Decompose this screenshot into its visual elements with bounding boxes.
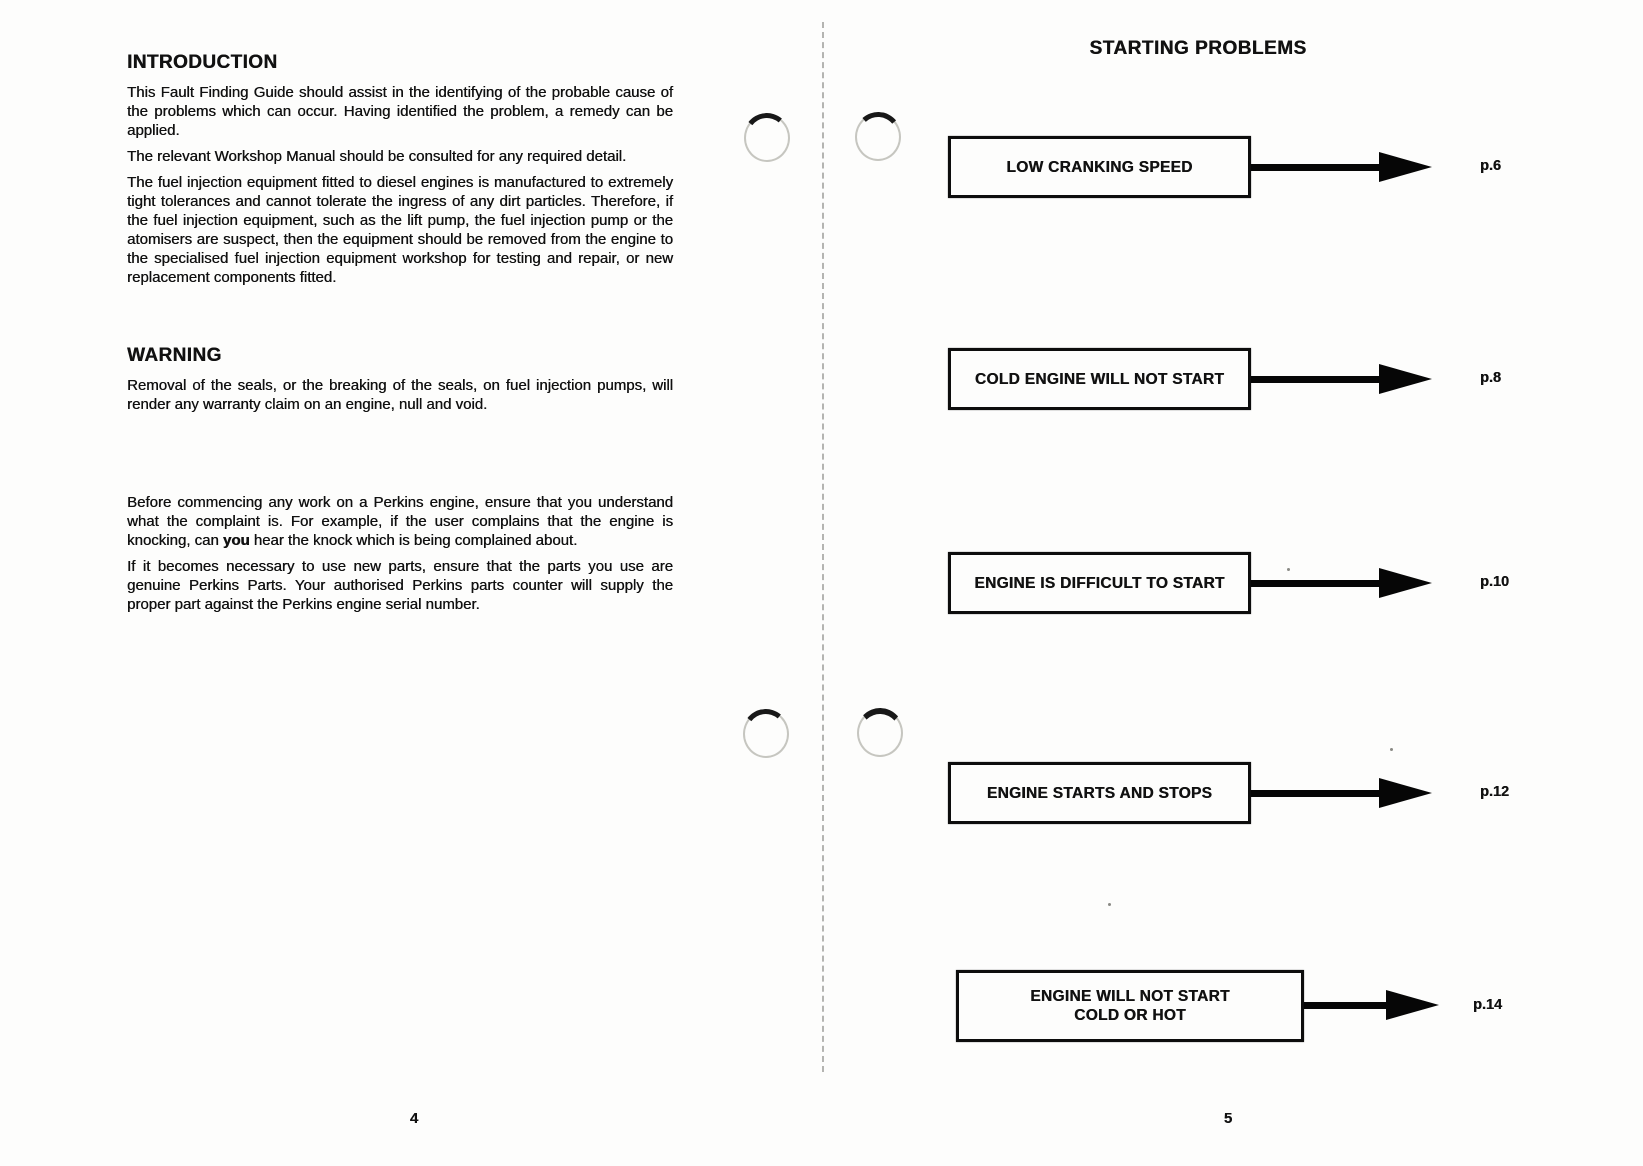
page-fold-divider <box>822 22 824 1072</box>
arrow-shaft <box>1251 580 1381 587</box>
flow-row: ENGINE STARTS AND STOPS p.12 <box>948 762 1548 842</box>
punch-hole-shadow <box>740 110 794 166</box>
scan-speck <box>1390 748 1393 751</box>
intro-paragraph-2: The relevant Workshop Manual should be c… <box>127 148 627 165</box>
punch-hole-shadow <box>852 110 904 164</box>
page-ref: p.6 <box>1480 158 1501 174</box>
advice-paragraph-2: If it becomes necessary to use new parts… <box>127 558 673 613</box>
arrow-shaft <box>1251 164 1381 171</box>
punch-hole <box>739 706 793 762</box>
introduction-section: INTRODUCTION This Fault Finding Guide sh… <box>127 52 673 294</box>
arrow-shaft <box>1304 1002 1388 1009</box>
advice-paragraph-1: Before commencing any work on a Perkins … <box>127 493 673 550</box>
warning-heading: WARNING <box>127 345 222 366</box>
flow-row: ENGINE WILL NOT START COLD OR HOT p.14 <box>956 970 1556 1050</box>
punch-hole <box>855 707 905 759</box>
right-page-number: 5 <box>1223 1110 1233 1127</box>
page-ref: p.12 <box>1480 784 1510 800</box>
intro-paragraph-1: This Fault Finding Guide should assist i… <box>127 84 673 139</box>
flow-box-engine-is-difficult-to-start: ENGINE IS DIFFICULT TO START <box>948 552 1251 614</box>
introduction-heading: INTRODUCTION <box>127 52 278 73</box>
arrow-head <box>1379 364 1432 394</box>
scan-speck <box>1108 903 1111 906</box>
warning-paragraph: Removal of the seals, or the breaking of… <box>127 377 673 413</box>
arrow-head <box>1379 568 1432 598</box>
flow-row: ENGINE IS DIFFICULT TO START p.10 <box>948 552 1548 632</box>
advice-text-post: hear the knock which is being complained… <box>249 532 578 549</box>
flow-row: LOW CRANKING SPEED p.6 <box>948 136 1548 216</box>
page-ref: p.14 <box>1473 997 1503 1013</box>
punch-hole <box>852 110 904 164</box>
punch-hole-shadow <box>855 707 905 759</box>
flow-box-low-cranking-speed: LOW CRANKING SPEED <box>948 136 1251 198</box>
arrow-head <box>1386 990 1439 1020</box>
flow-row: COLD ENGINE WILL NOT START p.8 <box>948 348 1548 428</box>
arrow-head <box>1379 152 1432 182</box>
advice-text-pre: Before commencing any work on a Perkins … <box>127 494 673 549</box>
scan-speck <box>1287 568 1290 571</box>
left-page-number: 4 <box>409 1110 419 1127</box>
punch-hole <box>740 110 794 166</box>
arrow-head <box>1379 778 1432 808</box>
punch-hole-shadow <box>739 706 793 762</box>
flow-box-engine-will-not-start-cold-or-hot: ENGINE WILL NOT START COLD OR HOT <box>956 970 1304 1042</box>
page-ref: p.10 <box>1480 574 1510 590</box>
advice-section: Before commencing any work on a Perkins … <box>127 493 673 621</box>
flow-box-engine-starts-and-stops: ENGINE STARTS AND STOPS <box>948 762 1251 824</box>
flow-box-cold-engine-will-not-start: COLD ENGINE WILL NOT START <box>948 348 1251 410</box>
arrow-shaft <box>1251 790 1381 797</box>
starting-problems-title: STARTING PROBLEMS <box>1089 38 1307 59</box>
page-ref: p.8 <box>1480 370 1501 386</box>
arrow-shaft <box>1251 376 1381 383</box>
intro-paragraph-3: The fuel injection equipment fitted to d… <box>127 174 673 286</box>
advice-text-emphasis: you <box>222 532 250 549</box>
warning-section: WARNING Removal of the seals, or the bre… <box>127 345 673 421</box>
